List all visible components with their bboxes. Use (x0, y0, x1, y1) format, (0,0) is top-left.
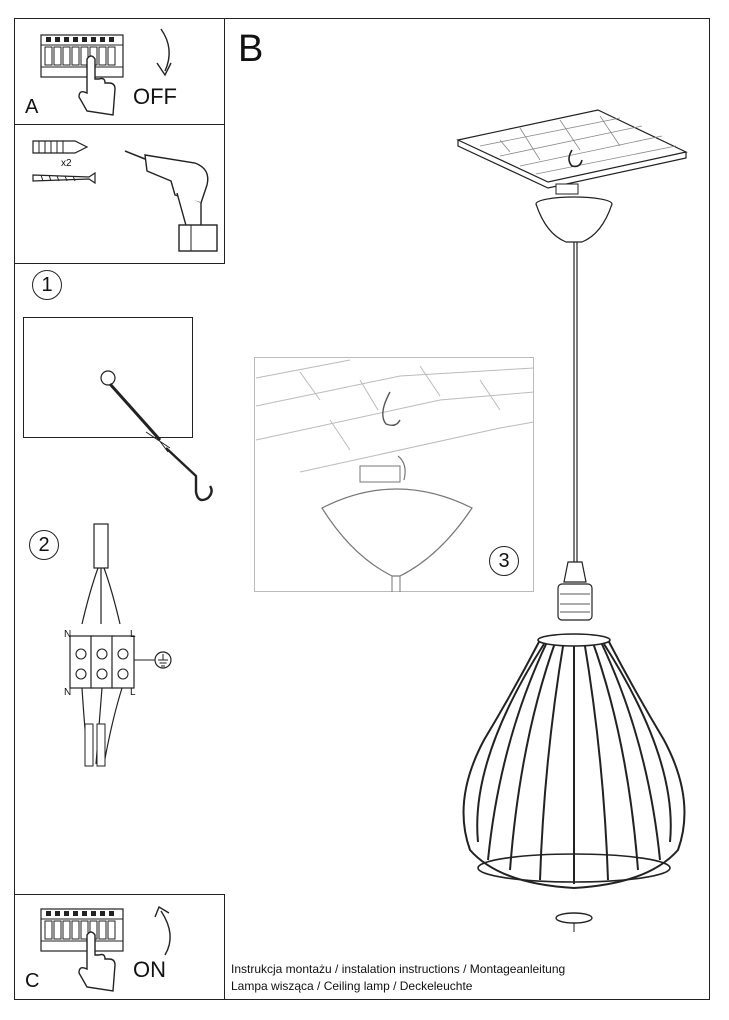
quantity-label: x2 (61, 158, 72, 169)
panel-c: C ON (14, 894, 225, 1000)
hand-pointer-icon (78, 931, 116, 992)
power-on-label: ON (133, 957, 166, 982)
step-1-number: 1 (32, 270, 62, 300)
panel-b-letter: B (238, 28, 264, 70)
screw-icon (32, 171, 96, 185)
arrow-up-icon (154, 905, 171, 956)
breaker-panel-icon (40, 908, 124, 952)
arrow-down-icon (156, 28, 172, 77)
panel-a-letter: A (25, 96, 39, 118)
panel-c-letter: C (25, 970, 40, 992)
breaker-panel-icon (40, 34, 124, 78)
wall-plug-icon (32, 140, 89, 154)
instruction-sheet-frame (14, 18, 710, 1000)
step-3-number: 3 (489, 546, 519, 576)
power-off-label: OFF (133, 84, 177, 109)
drill-icon (124, 150, 218, 252)
live-label-bottom: L (130, 687, 136, 698)
live-label-top: L (130, 629, 136, 640)
hand-pointer-icon (78, 55, 116, 116)
neutral-label-bottom: N (64, 687, 72, 698)
footer-line-2: Lampa wisząca / Ceiling lamp / Deckeleuc… (231, 979, 473, 993)
footer-line-1: Instrukcja montażu / instalation instruc… (231, 962, 566, 976)
tools-panel: x2 (14, 124, 225, 264)
step-2-number: 2 (29, 530, 59, 560)
neutral-label-top: N (64, 629, 72, 640)
